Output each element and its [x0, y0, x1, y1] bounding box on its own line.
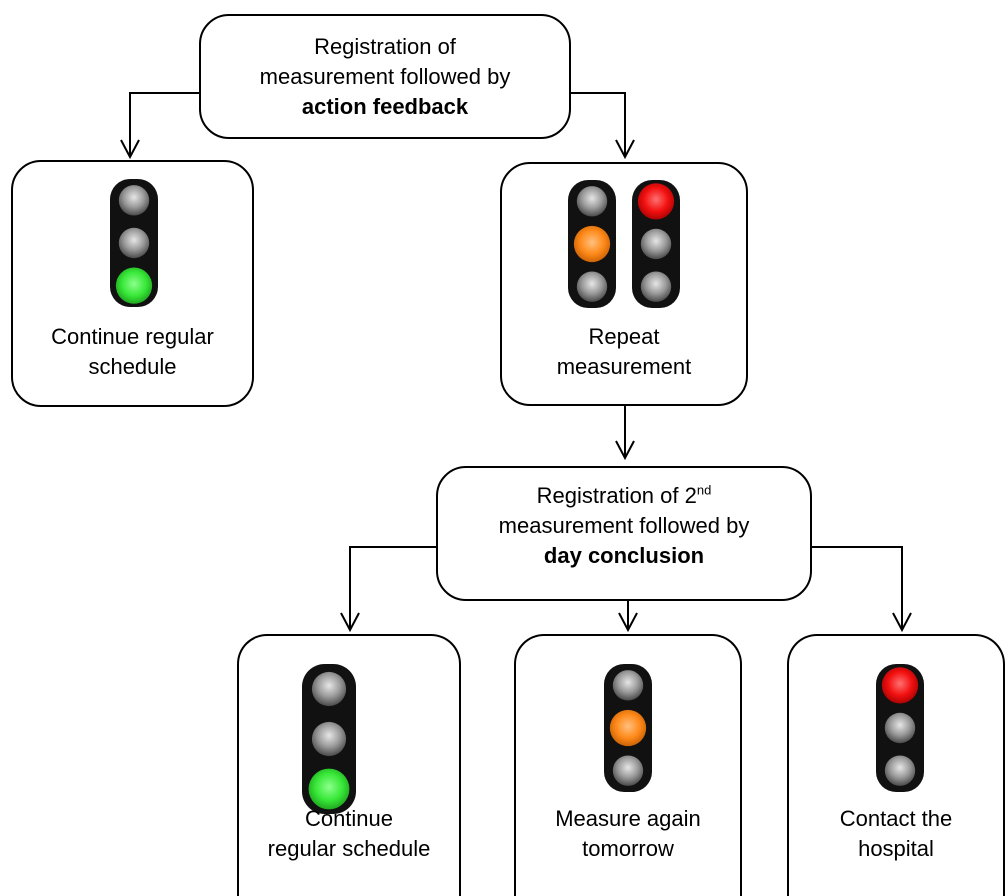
traffic-light-lamp-amber-lit: [573, 225, 611, 263]
first-registration-line2: measurement followed by: [259, 64, 511, 89]
traffic-light-amber-icon: [568, 180, 616, 308]
traffic-light-green-icon: [302, 664, 356, 814]
traffic-light-lamp-green-off: [640, 271, 672, 302]
first-registration-line1: Registration of: [314, 34, 456, 59]
repeat-measurement-box: Repeat measurement: [500, 162, 748, 406]
traffic-light-lamp-green-lit: [308, 768, 350, 810]
traffic-light-lamp-red-off: [576, 186, 608, 217]
traffic-light-lamp-red-off: [118, 185, 150, 216]
arrow-to-first-green: [129, 92, 201, 157]
second-registration-line3: day conclusion: [543, 543, 705, 568]
second-registration-line1: Registration of 2nd: [536, 482, 712, 508]
first-green-outcome-line2: schedule: [88, 354, 177, 379]
outcome-green-line2: regular schedule: [267, 836, 431, 861]
traffic-light-lamp-amber-off: [640, 228, 672, 260]
traffic-light-lamp-red-lit: [637, 183, 675, 220]
repeat-measurement-line1: Repeat: [588, 324, 660, 349]
arrowhead-outcome-red: [892, 612, 912, 633]
outcome-amber-line1: Measure again: [555, 806, 701, 831]
traffic-light-red-icon: [632, 180, 680, 308]
traffic-light-lamp-red-off: [311, 671, 347, 707]
traffic-light-lamp-green-off: [612, 755, 644, 786]
traffic-light-lamp-amber-lit: [609, 709, 647, 747]
second-registration-box: Registration of 2nd measurement followed…: [436, 466, 812, 601]
outcome-amber-box: Measure again tomorrow: [514, 634, 742, 896]
arrowhead-first-green: [120, 139, 140, 160]
arrowhead-outcome-amber: [618, 612, 638, 633]
traffic-light-lamp-red-off: [612, 670, 644, 701]
traffic-light-red-icon: [876, 664, 924, 792]
traffic-light-lamp-red-lit: [881, 667, 919, 704]
traffic-light-lamp-green-off: [884, 755, 916, 786]
outcome-red-box: Contact the hospital: [787, 634, 1005, 896]
traffic-light-green-icon: [110, 179, 158, 307]
first-registration-box: Registration of measurement followed by …: [199, 14, 571, 139]
outcome-red-line2: hospital: [858, 836, 934, 861]
arrowhead-second: [615, 440, 635, 461]
traffic-light-amber-icon: [604, 664, 652, 792]
traffic-light-lamp-amber-off: [311, 721, 347, 757]
outcome-green-box: Continue regular schedule: [237, 634, 461, 896]
arrowhead-repeat: [615, 139, 635, 160]
traffic-light-lamp-amber-off: [884, 712, 916, 744]
first-green-outcome-line1: Continue regular: [51, 324, 214, 349]
traffic-light-lamp-green-lit: [115, 267, 153, 304]
outcome-red-line1: Contact the: [839, 806, 953, 831]
second-registration-line2: measurement followed by: [498, 513, 750, 538]
outcome-amber-line2: tomorrow: [582, 836, 674, 861]
ordinal-suffix: nd: [696, 482, 712, 498]
arrow-to-outcome-red: [810, 546, 903, 630]
first-green-outcome-box: Continue regular schedule: [11, 160, 254, 407]
arrow-to-outcome-green: [349, 546, 438, 630]
traffic-light-lamp-amber-off: [118, 227, 150, 259]
arrow-to-repeat: [569, 92, 626, 157]
arrowhead-outcome-green: [340, 612, 360, 633]
first-registration-line3: action feedback: [301, 94, 469, 119]
outcome-green-line1: Continue: [304, 806, 394, 831]
traffic-light-lamp-green-off: [576, 271, 608, 302]
repeat-measurement-line2: measurement: [556, 354, 692, 379]
